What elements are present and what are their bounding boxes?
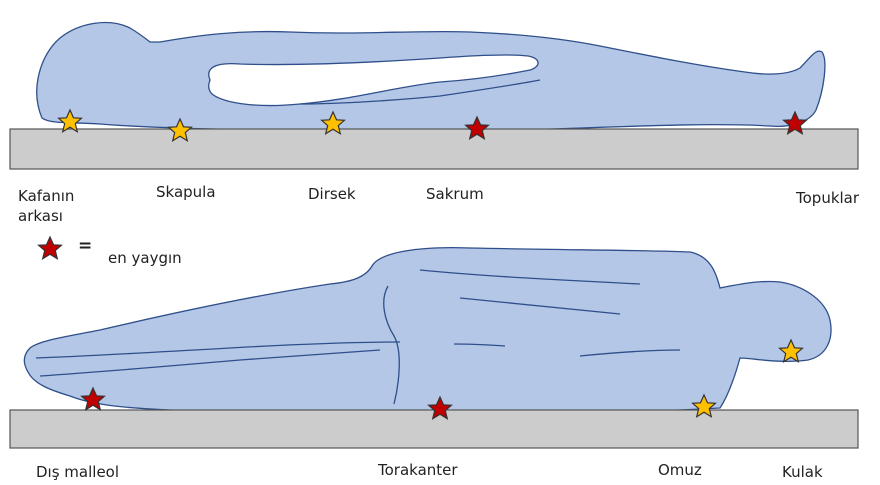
supine-mattress xyxy=(10,129,858,169)
legend-text: en yaygın xyxy=(108,249,182,267)
label-lateral-malleolus: Dış malleol xyxy=(36,463,119,481)
legend-star xyxy=(39,237,62,259)
label-heels: Topuklar xyxy=(796,189,859,207)
lateral-figure xyxy=(24,248,831,414)
legend-equals: = xyxy=(78,236,92,256)
label-sacrum: Sakrum xyxy=(426,185,484,203)
supine-figure xyxy=(37,23,825,132)
label-shoulder: Omuz xyxy=(658,461,702,479)
label-scapula: Skapula xyxy=(156,183,216,201)
label-ear: Kulak xyxy=(782,463,823,481)
label-head-back-line1: Kafanın xyxy=(18,186,74,206)
label-head-back-line2: arkası xyxy=(18,206,74,226)
label-elbow: Dirsek xyxy=(308,185,356,203)
label-trochanter: Torakanter xyxy=(378,461,458,479)
label-head-back: Kafanın arkası xyxy=(18,186,74,226)
lateral-body-silhouette xyxy=(24,248,831,414)
